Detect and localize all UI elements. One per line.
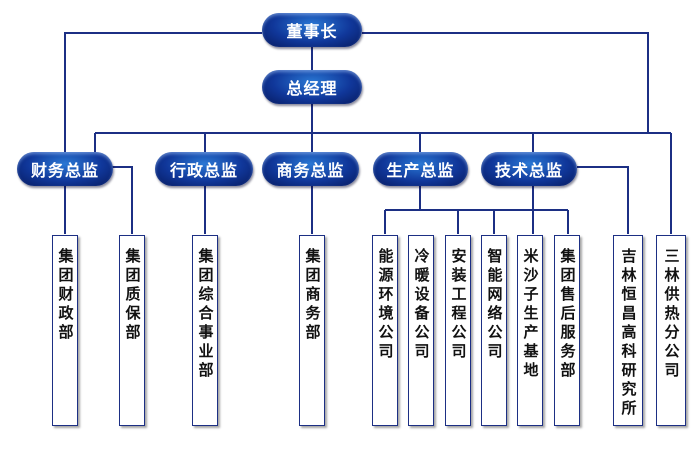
energy-company-box: 能源环境公司: [372, 235, 398, 426]
director-tech-label: 技术总监: [494, 161, 563, 180]
director-production-node: 生产总监: [373, 152, 468, 186]
after-sales-dept-label: 集团售后服务部: [558, 248, 577, 381]
dept-commerce-box: 集团商务部: [299, 235, 325, 426]
director-admin-node: 行政总监: [155, 152, 253, 186]
installation-company-label: 安装工程公司: [449, 248, 468, 362]
director-commerce-node: 商务总监: [262, 152, 359, 186]
dept-finance-label: 集团财政部: [56, 248, 75, 343]
energy-company-label: 能源环境公司: [376, 248, 395, 362]
hvac-company-label: 冷暖设备公司: [412, 248, 431, 362]
director-finance-label: 财务总监: [30, 161, 99, 180]
installation-company-box: 安装工程公司: [445, 235, 471, 426]
research-institute-label: 吉林恒昌高科研究所: [619, 248, 638, 419]
general-manager-node: 总经理: [262, 70, 362, 104]
chairman-node: 董事长: [262, 13, 362, 47]
heating-branch-box: 三林供热分公司: [656, 235, 686, 426]
general-manager-label: 总经理: [286, 79, 338, 98]
director-finance-node: 财务总监: [17, 152, 113, 186]
production-base-label: 米沙子生产基地: [521, 248, 540, 381]
dept-quality-box: 集团质保部: [119, 235, 145, 426]
smart-network-company-box: 智能网络公司: [481, 235, 507, 426]
director-tech-node: 技术总监: [481, 152, 577, 186]
dept-general-affairs-box: 集团综合事业部: [192, 235, 218, 426]
dept-general-affairs-label: 集团综合事业部: [196, 248, 215, 381]
chairman-label: 董事长: [286, 22, 338, 41]
after-sales-dept-box: 集团售后服务部: [554, 235, 580, 426]
heating-branch-label: 三林供热分公司: [662, 248, 681, 381]
production-base-box: 米沙子生产基地: [517, 235, 543, 426]
director-commerce-label: 商务总监: [276, 161, 345, 180]
hvac-company-box: 冷暖设备公司: [408, 235, 434, 426]
dept-quality-label: 集团质保部: [123, 248, 142, 343]
director-production-label: 生产总监: [386, 161, 455, 180]
research-institute-box: 吉林恒昌高科研究所: [613, 235, 643, 426]
dept-commerce-label: 集团商务部: [303, 248, 322, 343]
smart-network-company-label: 智能网络公司: [485, 248, 504, 362]
dept-finance-box: 集团财政部: [52, 235, 78, 426]
director-admin-label: 行政总监: [169, 161, 238, 180]
